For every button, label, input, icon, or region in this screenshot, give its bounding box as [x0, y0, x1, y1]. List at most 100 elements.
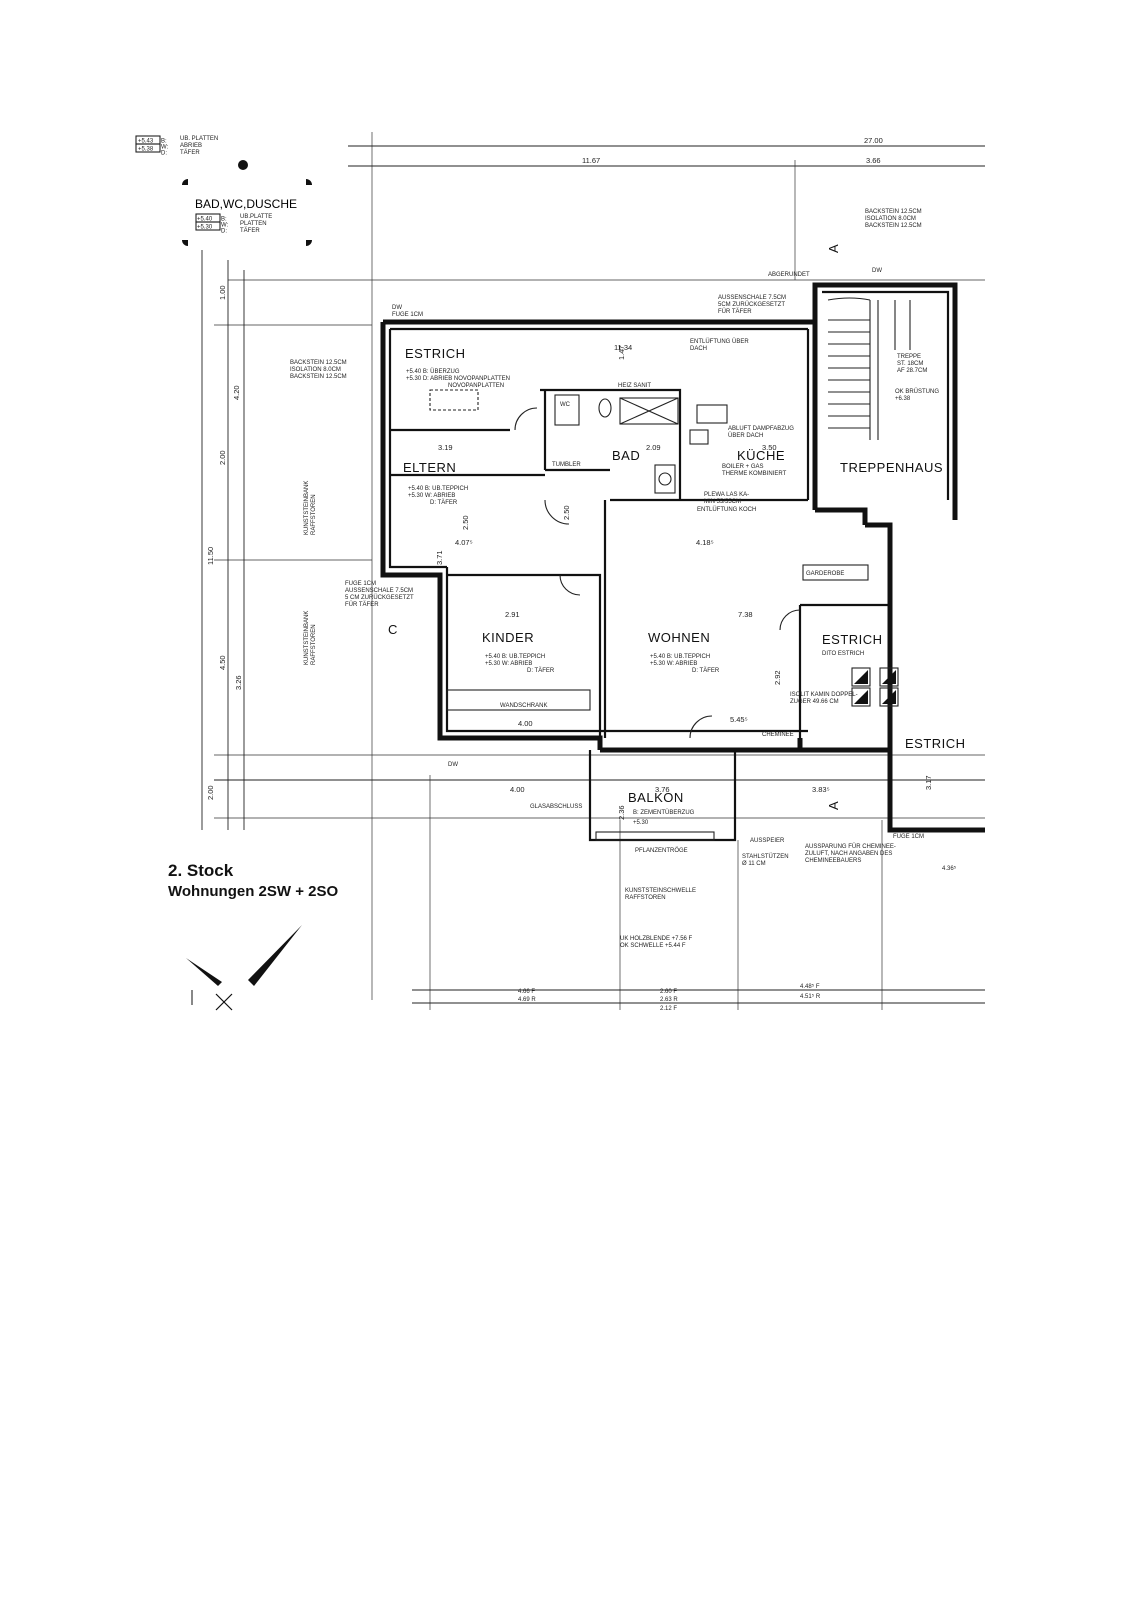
abgerundet: ABGERUNDET [768, 272, 810, 278]
legend-bad: BAD,WC,DUSCHE +5.40 +5.30 B: W: D: UB.PL… [182, 160, 312, 246]
dim-738: 7.38 [738, 610, 753, 619]
section-a-top: A [826, 244, 841, 253]
legend-top-text-1: UB. PLATTEN [180, 136, 218, 142]
dimension-grid [201, 132, 985, 1010]
brustung-1: OK BRÜSTUNG [895, 388, 939, 395]
corner-mark-icon [182, 240, 188, 246]
section-c: C [388, 622, 398, 637]
dimension-labels: 27.00 11.67 3.66 11.50 4.20 1.00 2.00 4.… [206, 136, 957, 1012]
note-eltern-3: D: TÄFER [430, 499, 458, 506]
kunststeinbank-1: KUNSTSTEINBANK [304, 481, 310, 535]
room-kinder: KINDER [482, 630, 534, 645]
corner-mark-icon [238, 160, 248, 170]
room-labels: ESTRICH ELTERN BAD KÜCHE TREPPENHAUS KIN… [403, 346, 966, 805]
room-estrich-e: ESTRICH [822, 632, 883, 647]
room-estrich-se: ESTRICH [905, 736, 966, 751]
dim-236: 2.36 [617, 805, 626, 820]
note-kinder-3: D: TÄFER [527, 667, 555, 674]
stahlstuetzen-1: STAHLSTÜTZEN [742, 853, 789, 860]
room-kuche: KÜCHE [737, 448, 785, 463]
note-estrich-e: DITO ESTRICH [822, 651, 864, 657]
wc-label: WC [560, 402, 571, 408]
dim-overall: 27.00 [864, 136, 883, 145]
dim-bottom-1: 4.66 F [518, 989, 535, 995]
section-a-bottom: A [826, 801, 841, 810]
abluft-2: ÜBER DACH [728, 432, 763, 439]
dim-400b: 4.00 [510, 785, 525, 794]
dim-100: 1.00 [218, 285, 227, 300]
dim-292: 2.92 [773, 670, 782, 685]
note-kinder-2: +5.30 W: ABRIEB [485, 661, 532, 667]
dim-450: 4.50 [218, 655, 227, 670]
wandschrank-label: WANDSCHRANK [500, 703, 547, 709]
fuge-top: FUGE 1CM [392, 312, 423, 318]
treppe-1: TREPPE [897, 354, 921, 360]
dim-291: 2.91 [505, 610, 520, 619]
legend-top-text-2: ABRIEB [180, 143, 202, 149]
abluft-1: ABLUFT DAMPFABZUG [728, 426, 794, 432]
legend-bad-label: BAD,WC,DUSCHE [195, 197, 297, 211]
fuge-left: FUGE 1CM [345, 581, 376, 587]
room-treppenhaus: TREPPENHAUS [840, 460, 943, 475]
dim-bottom-2c: 2.12 F [660, 1006, 677, 1012]
room-notes: +5.40 B: ÜBERZUG +5.30 D: ABRIEB NOVOPAN… [406, 368, 864, 826]
holzblende-1: UK HOLZBLENDE +7.56 F [620, 936, 693, 942]
dw-bottom: DW [448, 762, 458, 768]
dim-420: 4.20 [232, 385, 241, 400]
dim-545: 5.45⁵ [730, 715, 748, 724]
dim-250: 2.50 [461, 515, 470, 530]
treppe-2: ST. 18CM [897, 361, 923, 367]
room-bad: BAD [612, 448, 640, 463]
stahlstuetzen-2: Ø 11 CM [742, 861, 766, 867]
dim-376: 3.76 [655, 785, 670, 794]
legend-bad-code-1: B: [221, 217, 227, 223]
legend-top-code-1: B: [161, 139, 167, 145]
dim-east-width: 3.66 [866, 156, 881, 165]
annotations: BACKSTEIN 12.5CM ISOLATION 8.0CM BACKSTE… [290, 209, 939, 949]
dim-418: 4.18⁵ [696, 538, 714, 547]
heiz-sanit-label: HEIZ SANIT [618, 383, 651, 389]
pflanzentroege-box [595, 831, 715, 841]
aussenschale-top-2: 5CM ZURÜCKGESETZT [718, 301, 785, 308]
north-arrow-icon [186, 925, 302, 1011]
outer-walls [380, 282, 985, 833]
section-markers: A A C DW DW DW [388, 244, 882, 810]
legend-bad-level-1: +5.40 [197, 217, 213, 223]
aussenschale-left-2: 5 CM ZURÜCKGESETZT [345, 594, 414, 601]
legend-bad-level-2: +5.30 [197, 225, 213, 231]
room-eltern: ELTERN [403, 460, 456, 475]
note-wohnen-1: +5.40 B: UB.TEPPICH [650, 654, 710, 660]
fuge-bottom: FUGE 1CM [893, 834, 924, 840]
wandschrank-cabinet [446, 689, 591, 711]
aussparung-1: AUSSPARUNG FÜR CHEMINEE- [805, 843, 896, 850]
note-estrich-3: NOVOPANPLATTEN [448, 383, 504, 389]
wall-layer-3: BACKSTEIN 12.5CM [290, 374, 347, 380]
kunststeinbank-2: RAFFSTOREN [311, 494, 317, 535]
note-wohnen-2: +5.30 W: ABRIEB [650, 661, 697, 667]
garderobe-cabinet [802, 564, 869, 581]
holzblende-2: OK SCHWELLE +5.44 F [620, 943, 686, 949]
dw-stair: DW [872, 268, 882, 274]
aussenschale-top-3: FÜR TÄFER [718, 308, 752, 315]
plan-title: 2. Stock [168, 861, 234, 880]
note-estrich-2: +5.30 D: ABRIEB NOVOPANPLATTEN [406, 376, 510, 382]
legend-top: +5.43 +5.38 B: W: D: UB. PLATTEN ABRIEB … [135, 135, 218, 157]
dim-200: 2.00 [218, 450, 227, 465]
wall-layer-top-1: BACKSTEIN 12.5CM [865, 209, 922, 215]
dim-400: 4.00 [518, 719, 533, 728]
legend-bad-code-3: D: [221, 229, 227, 235]
brustung-2: +6.38 [895, 396, 911, 402]
dim-bottom-1b: 4.69 R [518, 997, 536, 1003]
corner-mark-icon [182, 179, 188, 185]
legend-top-level-2: +5.38 [138, 147, 154, 153]
dim-436: 4.36⁵ [942, 865, 957, 872]
dim-319: 3.19 [438, 443, 453, 452]
corner-mark-icon [306, 179, 312, 185]
room-estrich-nw: ESTRICH [405, 346, 466, 361]
aussenschale-top-1: AUSSENSCHALE 7.5CM [718, 295, 786, 301]
note-eltern-1: +5.40 B: UB.TEPPICH [408, 486, 468, 492]
interior-walls [390, 297, 911, 842]
treppe-3: AF 28.7CM [897, 368, 927, 374]
entluftung-2: DACH [690, 346, 707, 352]
dim-1134: 11.34 [614, 343, 632, 352]
